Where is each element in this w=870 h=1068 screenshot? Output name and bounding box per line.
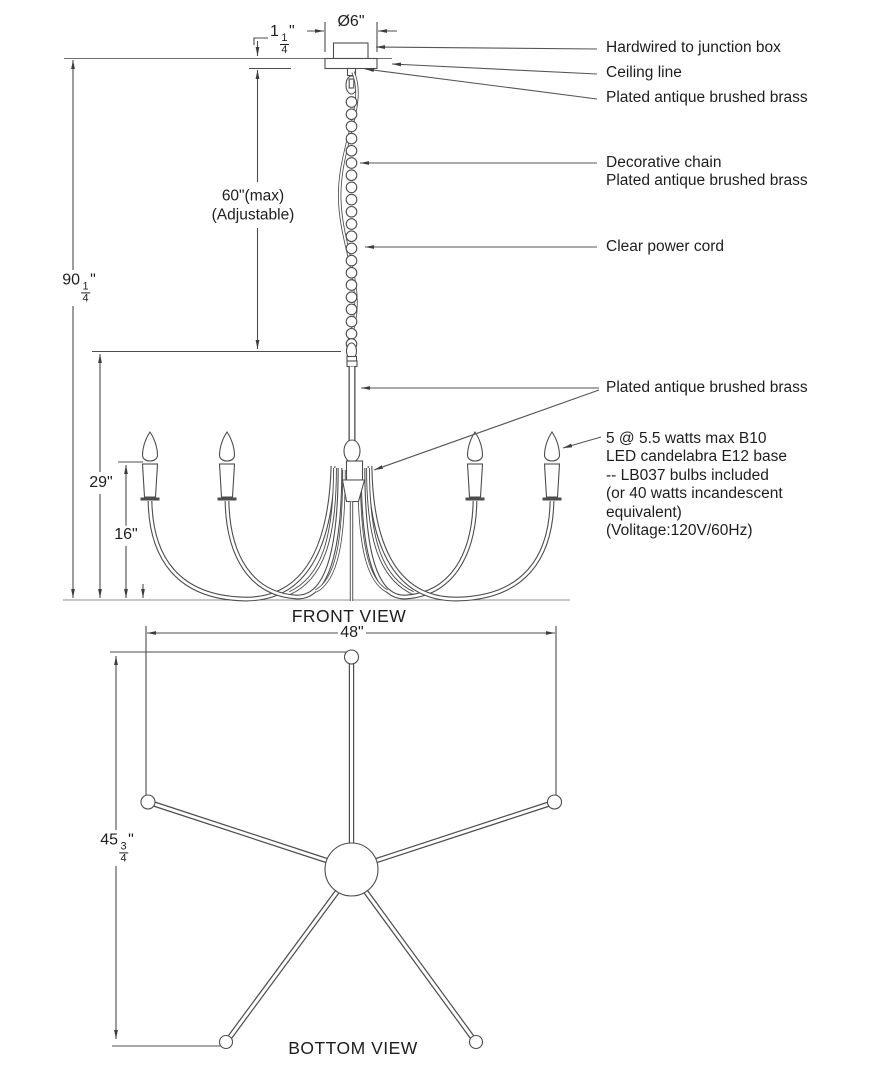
callout-bulb-spec: 5 @ 5.5 watts max B10 LED candelabra E12…	[604, 430, 789, 541]
hanging-assembly	[337, 67, 359, 363]
dim-label-overall-width: 48"	[338, 623, 366, 643]
callout-ceiling-line: Ceiling line	[604, 64, 684, 83]
stem-ball	[343, 439, 361, 463]
dim-label-canopy-diameter: Ø6"	[335, 12, 367, 32]
callout-hardwired: Hardwired to junction box	[604, 39, 783, 58]
dim-label-arm-rise: 16"	[112, 525, 140, 545]
dim-arm-diagonal	[110, 651, 348, 1047]
arm-tip	[343, 649, 360, 665]
center-socket	[345, 460, 364, 481]
dim-canopy-diameter	[307, 22, 397, 52]
arm	[367, 465, 555, 602]
front-view	[63, 22, 602, 602]
callout-power-cord: Clear power cord	[604, 238, 727, 257]
candle	[542, 431, 562, 501]
dim-overall-width	[145, 626, 557, 797]
bottom-view	[110, 626, 563, 1050]
socket-cup	[341, 479, 366, 503]
front-view-title: FRONT VIEW	[289, 605, 409, 626]
arms	[147, 465, 555, 602]
candle-sleeve	[466, 463, 484, 498]
arm-tip	[140, 794, 156, 810]
arm-tip	[546, 794, 563, 810]
candle	[217, 431, 237, 501]
arm	[147, 465, 336, 602]
candle-sleeve	[141, 463, 159, 498]
center-hub	[324, 842, 379, 897]
dim-label-body-height: 29"	[87, 473, 115, 493]
canopy	[324, 57, 378, 70]
callout-canopy-finish: Plated antique brushed brass	[604, 89, 810, 108]
callout-body-finish: Plated antique brushed brass	[604, 379, 810, 398]
candle	[140, 431, 160, 501]
dim-label-chain-drop: 60"(max) (Adjustable)	[209, 187, 297, 225]
bulb	[218, 431, 236, 462]
junction-box	[332, 42, 369, 60]
bulb	[543, 431, 561, 462]
bottom-arms	[153, 664, 550, 1039]
dim-arm-rise	[118, 461, 145, 598]
bulb	[141, 431, 159, 462]
callout-decorative-chain: Decorative chain Plated antique brushed …	[604, 154, 810, 191]
center-column	[341, 360, 366, 601]
candle-sleeve	[218, 463, 236, 498]
candle-sleeve	[543, 463, 561, 498]
arm-tip	[468, 1034, 484, 1050]
arm-tip	[218, 1034, 234, 1050]
leader-lines	[360, 45, 602, 471]
bulb	[466, 431, 484, 462]
candle	[465, 431, 485, 501]
bottom-view-title: BOTTOM VIEW	[286, 1037, 420, 1058]
candles	[140, 431, 562, 501]
decorative-chain	[345, 96, 358, 350]
